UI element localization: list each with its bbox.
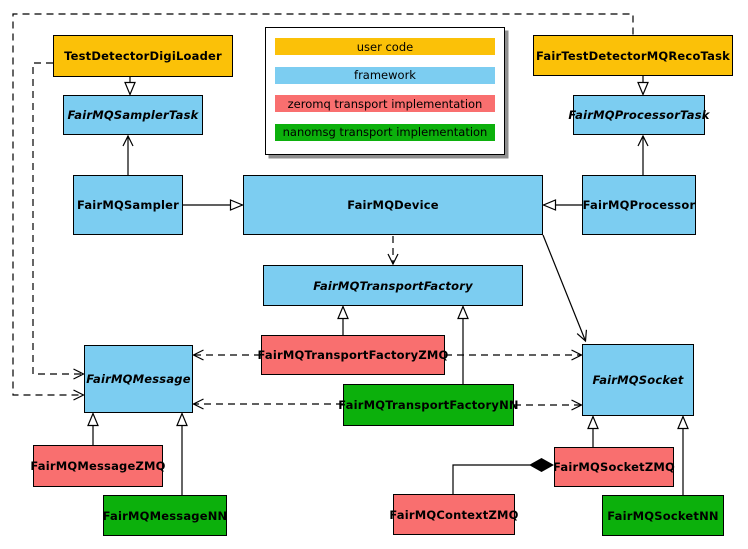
edge-recotask-message <box>12 13 634 401</box>
node-fairmq-sampler-task: FairMQSamplerTask <box>63 95 203 135</box>
node-fairmq-transport-factory-nn: FairMQTransportFactoryNN <box>338 384 519 426</box>
node-fairmq-transport-factory: FairMQTransportFactory <box>263 265 523 306</box>
node-fairmq-sampler: FairMQSampler <box>73 175 183 235</box>
legend-item-framework: framework <box>275 66 495 84</box>
node-fairmq-socket-nn: FairMQSocketNN <box>602 495 724 536</box>
node-fairmq-processor: FairMQProcessor <box>582 175 696 235</box>
node-test-detector-digi-loader: TestDetectorDigiLoader <box>53 35 233 77</box>
composition-diamond-icon <box>529 458 554 472</box>
legend-item-zeromq: zeromq transport implementation <box>275 95 495 113</box>
legend-item-nanomsg: nanomsg transport implementation <box>275 123 495 141</box>
node-fair-test-detector-mq-reco-task: FairTestDetectorMQRecoTask <box>533 35 733 76</box>
legend: user code framework zeromq transport imp… <box>265 27 505 155</box>
node-fairmq-message: FairMQMessage <box>84 345 193 413</box>
node-fairmq-device: FairMQDevice <box>243 175 543 235</box>
node-fairmq-transport-factory-zmq: FairMQTransportFactoryZMQ <box>258 335 448 375</box>
node-fairmq-socket: FairMQSocket <box>582 344 694 416</box>
node-fairmq-message-zmq: FairMQMessageZMQ <box>30 445 165 487</box>
edge-device-socket <box>542 234 588 343</box>
edge-contextzmq-socketzmq <box>452 464 530 494</box>
node-fairmq-processor-task: FairMQProcessorTask <box>568 95 709 135</box>
node-fairmq-message-nn: FairMQMessageNN <box>103 495 227 536</box>
node-fairmq-context-zmq: FairMQContextZMQ <box>389 494 518 535</box>
node-fairmq-socket-zmq: FairMQSocketZMQ <box>553 447 675 487</box>
legend-item-user-code: user code <box>275 38 495 55</box>
